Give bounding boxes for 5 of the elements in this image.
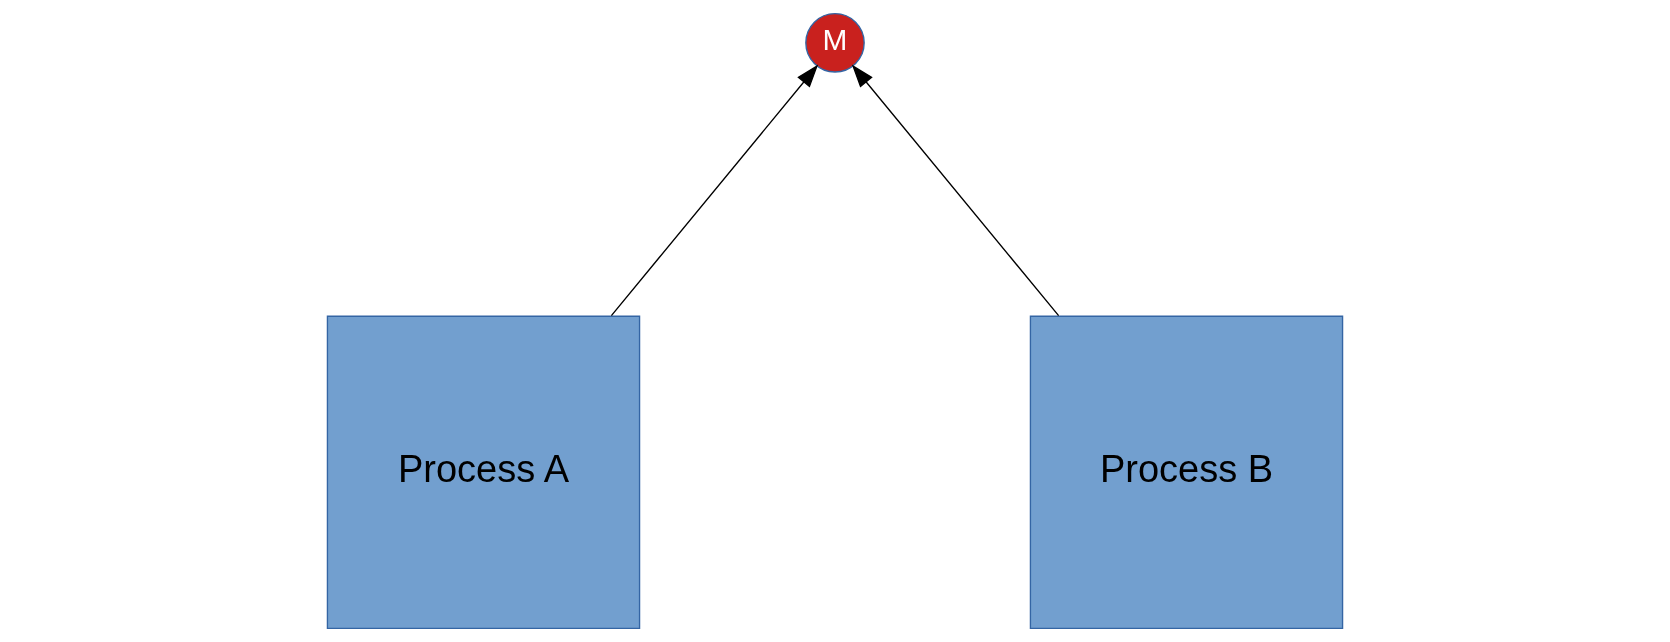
arrow	[610, 64, 819, 317]
node-box: Process B	[1029, 315, 1344, 630]
node-circle: M	[805, 12, 865, 73]
arrow	[851, 64, 1060, 317]
node-box: Process A	[326, 315, 641, 630]
